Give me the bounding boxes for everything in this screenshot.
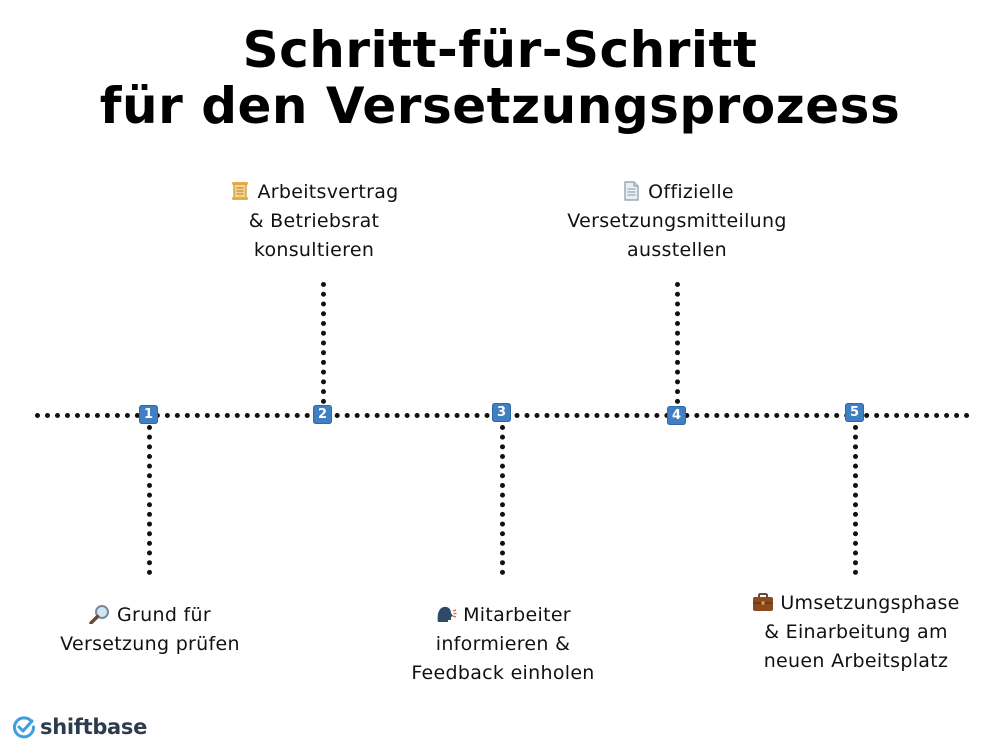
- check-circle-icon: [13, 716, 36, 739]
- scroll-icon: [232, 182, 249, 200]
- step-5-line-2: & Einarbeitung am: [764, 621, 948, 643]
- briefcase-icon: [753, 593, 774, 611]
- title-line-1: Schritt-für-Schritt: [242, 21, 758, 79]
- step-4-line-2: Versetzungsmitteilung: [567, 210, 787, 232]
- step-marker-3: 3: [492, 403, 511, 422]
- step-4-line-1: Offizielle: [648, 181, 734, 203]
- connector-step-4: [675, 282, 680, 404]
- step-marker-2: 2: [313, 405, 332, 424]
- document-icon: [624, 181, 639, 201]
- step-5-line-1: Umsetzungsphase: [780, 592, 960, 614]
- step-3-line-3: Feedback einholen: [411, 662, 595, 684]
- step-1-line-1: Grund für: [117, 604, 211, 626]
- step-2-line-3: konsultieren: [253, 239, 375, 261]
- speaking-head-icon: [437, 606, 457, 622]
- page-title: Schritt-für-Schritt für den Versetzungsp…: [0, 22, 1000, 134]
- step-5-line-3: neuen Arbeitsplatz: [763, 650, 949, 672]
- step-3-line-2: informieren &: [435, 633, 571, 655]
- step-label-4: Offizielle Versetzungsmitteilung ausstel…: [547, 178, 807, 265]
- shiftbase-logo: shiftbase: [12, 714, 147, 740]
- step-label-3: Mitarbeiter informieren & Feedback einho…: [373, 601, 633, 688]
- step-label-2: Arbeitsvertrag & Betriebsrat konsultiere…: [184, 178, 444, 265]
- connector-step-2: [321, 282, 326, 404]
- step-3-line-1: Mitarbeiter: [463, 604, 571, 626]
- magnifier-icon: [89, 605, 110, 624]
- connector-step-5: [853, 425, 858, 575]
- connector-step-1: [147, 425, 152, 575]
- step-label-5: Umsetzungsphase & Einarbeitung am neuen …: [726, 589, 986, 676]
- step-4-line-3: ausstellen: [627, 239, 727, 261]
- step-label-1: Grund für Versetzung prüfen: [20, 601, 280, 659]
- step-1-line-2: Versetzung prüfen: [60, 633, 240, 655]
- step-2-line-2: & Betriebsrat: [248, 210, 380, 232]
- step-2-line-1: Arbeitsvertrag: [257, 181, 399, 203]
- logo-text: shiftbase: [40, 715, 148, 739]
- step-marker-4: 4: [667, 406, 686, 425]
- step-marker-5: 5: [845, 403, 864, 422]
- step-marker-1: 1: [139, 405, 158, 424]
- connector-step-3: [500, 425, 505, 575]
- title-line-2: für den Versetzungsprozess: [99, 77, 901, 135]
